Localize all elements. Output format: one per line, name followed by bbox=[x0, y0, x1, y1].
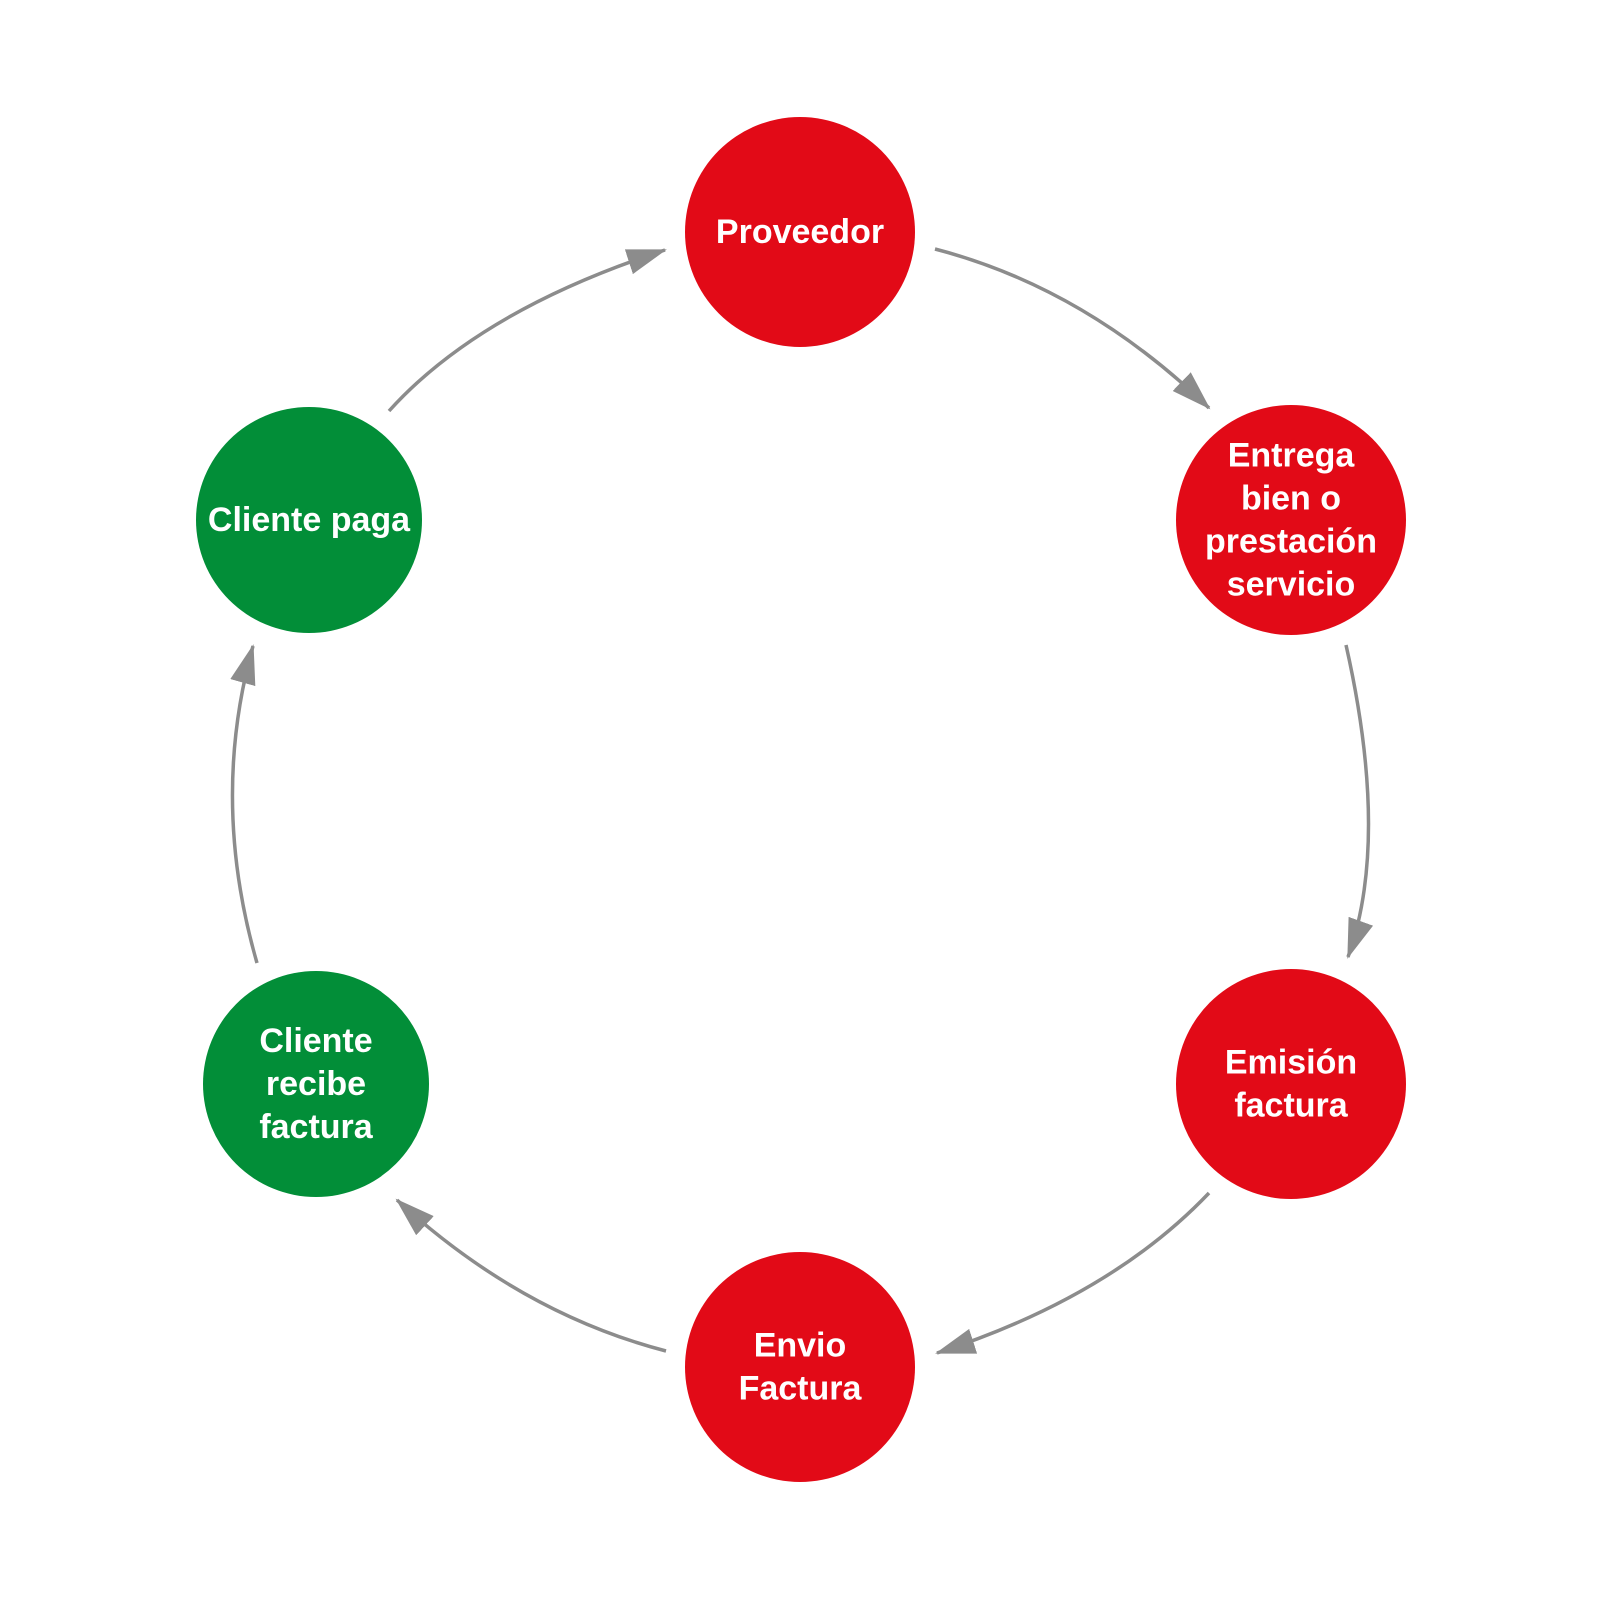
node-label-emision-line-2: factura bbox=[1234, 1087, 1348, 1125]
arrow-cliente-recibe-to-cliente-paga bbox=[230, 644, 259, 964]
node-label-entrega-line-4: servicio bbox=[1227, 566, 1356, 604]
node-label-cliente-paga-line-1: Cliente paga bbox=[208, 501, 411, 539]
node-entrega: Entrega bien o prestación servicio bbox=[1176, 405, 1406, 635]
node-label-cliente-recibe-line-2: recibe bbox=[266, 1065, 366, 1103]
node-label-proveedor-line-1: Proveedor bbox=[716, 213, 884, 251]
node-circle-cliente-paga bbox=[196, 407, 422, 633]
node-circle-proveedor bbox=[685, 117, 915, 347]
node-cliente-paga: Cliente paga bbox=[196, 407, 422, 633]
node-label-cliente-recibe-line-1: Cliente bbox=[259, 1022, 372, 1060]
node-label-envio-line-2: Factura bbox=[739, 1370, 863, 1408]
arrow-entrega-to-emision bbox=[1344, 644, 1374, 959]
node-label-entrega-line-3: prestación bbox=[1205, 523, 1377, 561]
arrow-cliente-paga-to-proveedor bbox=[387, 248, 667, 413]
arrow-emision-to-envio bbox=[935, 1191, 1211, 1355]
node-label-entrega-line-1: Entrega bbox=[1228, 437, 1356, 475]
node-circle-cliente-recibe bbox=[203, 971, 429, 1197]
node-cliente-recibe: Cliente recibe factura bbox=[203, 971, 429, 1197]
node-proveedor: Proveedor bbox=[685, 117, 915, 347]
node-label-emision-line-1: Emisión bbox=[1225, 1044, 1357, 1082]
node-emision: Emisión factura bbox=[1176, 969, 1406, 1199]
arrow-proveedor-to-entrega bbox=[934, 247, 1211, 410]
node-circle-emision bbox=[1176, 969, 1406, 1199]
node-label-entrega-line-2: bien o bbox=[1241, 480, 1341, 518]
node-circle-entrega bbox=[1176, 405, 1406, 635]
node-circle-envio bbox=[685, 1252, 915, 1482]
arrow-envio-to-cliente-recibe bbox=[395, 1198, 667, 1353]
connectors-layer bbox=[230, 247, 1374, 1355]
node-label-envio-line-1: Envio bbox=[754, 1327, 847, 1365]
node-label-cliente-recibe-line-3: factura bbox=[259, 1108, 373, 1146]
